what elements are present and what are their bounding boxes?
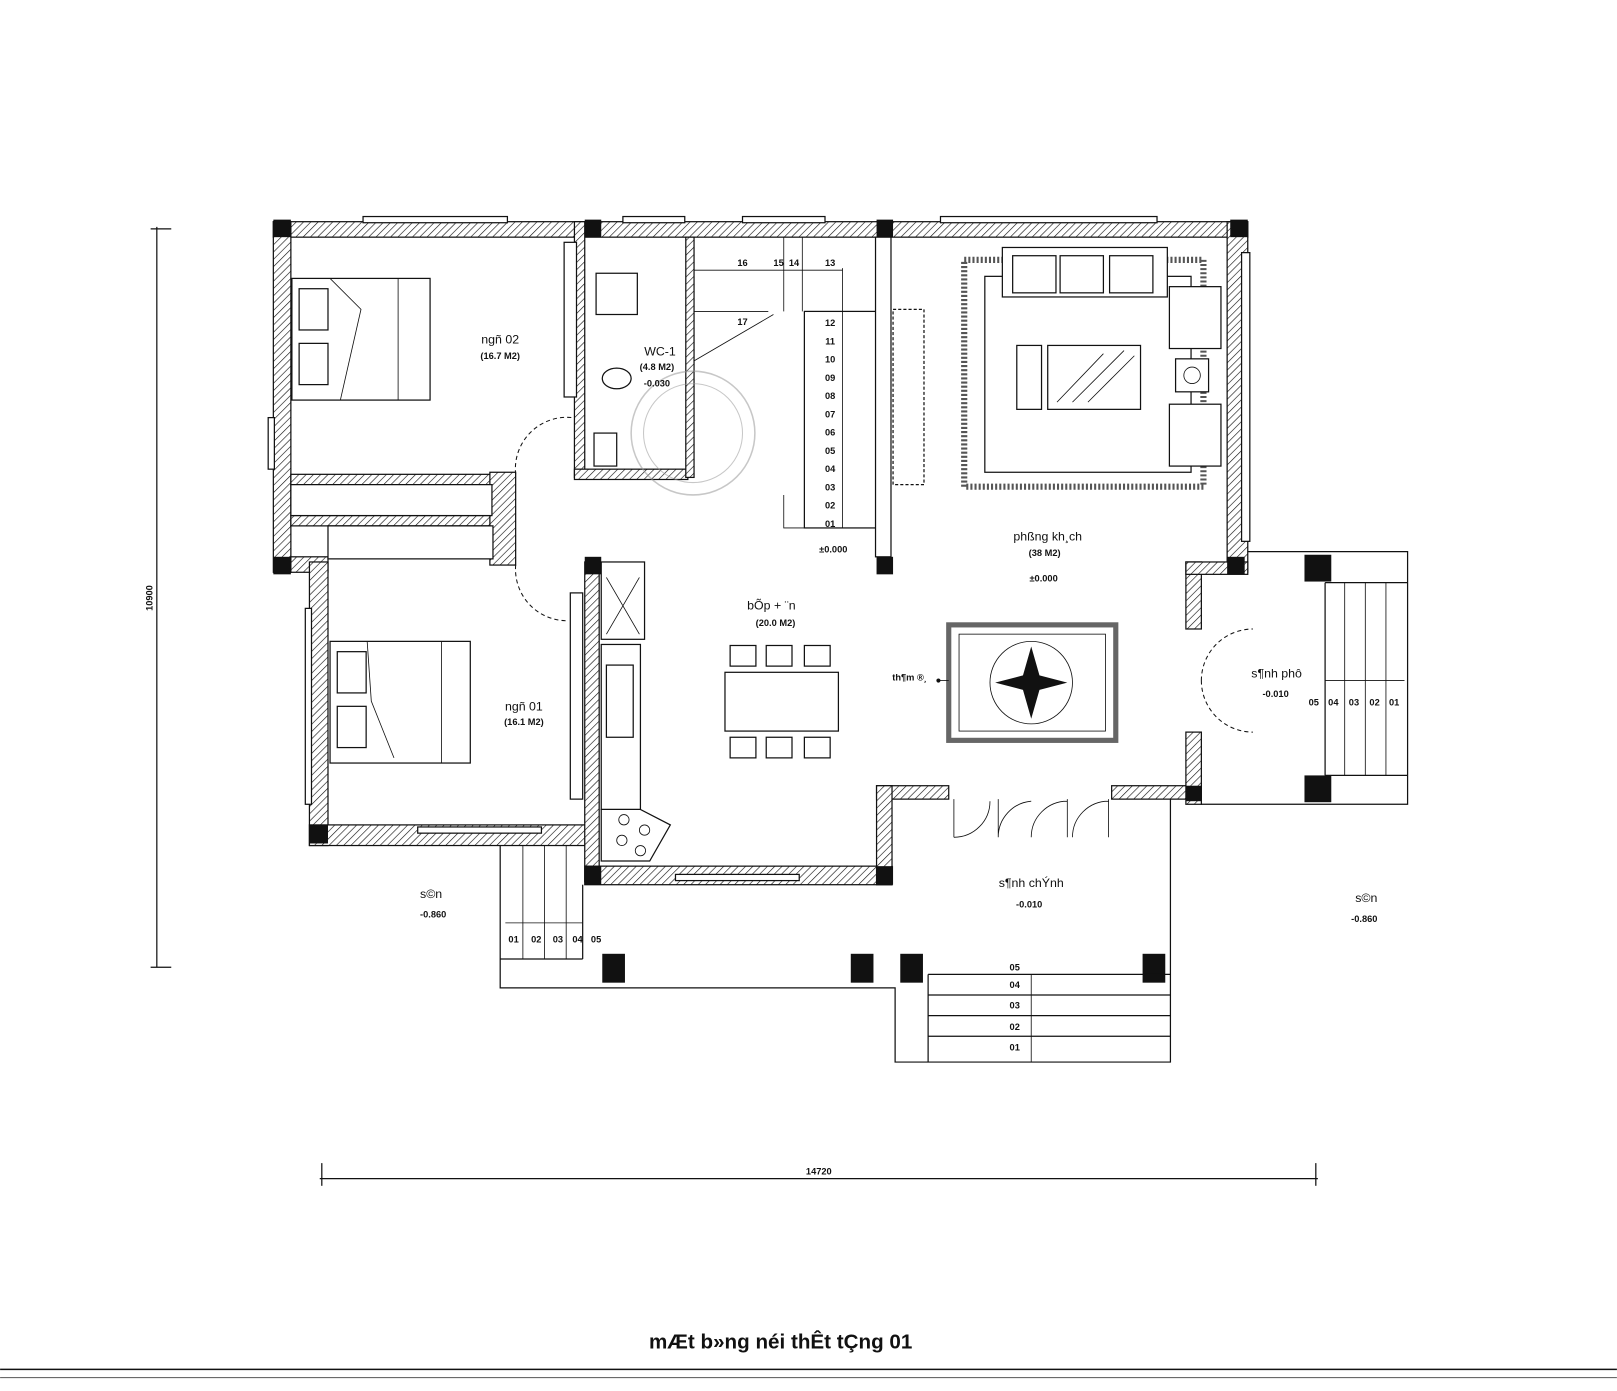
left-stair-step-05: 05 [591, 934, 601, 944]
main-stair-step-03: 03 [825, 482, 835, 492]
room-area-living: (38 M2) [1029, 548, 1061, 558]
dimension-vertical: 10900 [145, 226, 172, 968]
main-staircase [693, 236, 925, 558]
dining-table [724, 644, 840, 759]
level-wc: -0.030 [644, 379, 670, 389]
room-name-living: phßng kh¸ch [1013, 529, 1082, 543]
main-stair-step-17: 17 [737, 317, 747, 327]
stone-rug [936, 622, 1119, 743]
level-main-lobby: -0.010 [1016, 899, 1042, 909]
front-stair-step-04: 04 [1010, 980, 1021, 990]
main-stair-step-05: 05 [825, 446, 835, 456]
level-living: ±0.000 [1029, 574, 1057, 584]
columns [273, 219, 1332, 983]
rug-label: th¶m ®¸ [892, 673, 927, 683]
windows [267, 215, 1251, 882]
main-stair-step-10: 10 [825, 355, 835, 365]
level-side-lobby: -0.010 [1262, 689, 1288, 699]
main-stair-step-16: 16 [737, 258, 747, 268]
level-yard-left: -0.860 [420, 910, 446, 920]
sofa-set [1001, 246, 1222, 467]
room-area-bedroom-02: (16.7 M2) [480, 351, 520, 361]
main-stair-step-13: 13 [825, 258, 835, 268]
doors [514, 416, 1253, 838]
wc-fixtures [593, 272, 638, 467]
front-stair-step-03: 03 [1010, 1000, 1020, 1010]
main-stair-step-15: 15 [773, 258, 783, 268]
room-area-wc: (4.8 M2) [640, 362, 675, 372]
room-area-bedroom-01: (16.1 M2) [504, 717, 544, 727]
left-stair-step-03: 03 [553, 934, 563, 944]
front-stair-step-05: 05 [1010, 962, 1020, 972]
room-name-yard-right: s©n [1355, 891, 1377, 905]
main-stair-step-02: 02 [825, 501, 835, 511]
main-stair-step-09: 09 [825, 373, 835, 383]
company-stamp [630, 370, 756, 496]
kitchen-counter [600, 561, 672, 862]
drawing-title: mÆt b»ng néi thÊt tÇng 01 [649, 1330, 912, 1354]
main-stair-step-11: 11 [825, 336, 835, 346]
front-stair-step-01: 01 [1010, 1043, 1020, 1053]
main-stair-step-14: 14 [789, 258, 800, 268]
room-area-kitchen: (20.0 M2) [756, 618, 796, 628]
main-stair-step-01: 01 [825, 519, 835, 529]
left-stair-step-01: 01 [508, 934, 518, 944]
left-stair-step-04: 04 [572, 934, 583, 944]
main-stair-step-12: 12 [825, 318, 835, 328]
room-name-bedroom-02: ngñ 02 [481, 332, 519, 346]
bed-01 [329, 640, 471, 764]
main-stair-step-07: 07 [825, 409, 835, 419]
room-name-bedroom-01: ngñ 01 [505, 699, 543, 713]
stair-step-numbers: 01 02 03 04 05 06 07 08 09 10 11 12 13 14 15 16 17 01 02 03… [508, 258, 1399, 1053]
main-porch [499, 799, 1172, 1063]
room-name-side-lobby: s¶nh phô [1251, 666, 1302, 680]
dimension-horizontal-label: 14720 [806, 1166, 832, 1176]
side-stair-step-05: 05 [1309, 697, 1319, 707]
room-labels: ngñ 02 (16.7 M2) WC-1 (4.8 M2) -0.030 ng… [420, 332, 1378, 923]
bed-02 [291, 277, 431, 401]
level-stair: ±0.000 [819, 545, 847, 555]
side-stair-step-03: 03 [1349, 697, 1359, 707]
dimension-horizontal: 14720 [319, 1163, 1318, 1186]
left-stair-step-02: 02 [531, 934, 541, 944]
side-stair-step-02: 02 [1369, 697, 1379, 707]
side-stair-step-01: 01 [1389, 697, 1399, 707]
main-stair-step-04: 04 [825, 464, 836, 474]
side-stair-step-04: 04 [1328, 697, 1339, 707]
side-porch [1201, 551, 1409, 805]
room-name-wc: WC-1 [644, 345, 676, 359]
main-stair-step-06: 06 [825, 428, 835, 438]
wardrobes [290, 241, 584, 800]
room-name-kitchen: bÕp + ¨n [747, 597, 796, 612]
front-stair-step-02: 02 [1010, 1022, 1020, 1032]
main-stair-step-08: 08 [825, 391, 835, 401]
room-name-main-lobby: s¶nh chÝnh [999, 875, 1064, 890]
room-name-yard-left: s©n [420, 887, 442, 901]
level-yard-right: -0.860 [1351, 914, 1377, 924]
dimension-vertical-label: 10900 [145, 585, 155, 611]
